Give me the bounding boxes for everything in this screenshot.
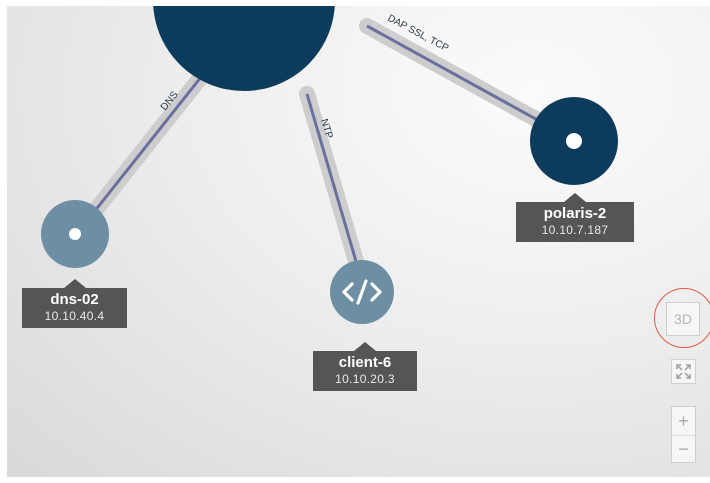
code-icon bbox=[342, 279, 382, 305]
network-graph-canvas[interactable]: DNS NTP DAP SSL, TCP bbox=[7, 6, 710, 477]
highlight-ring bbox=[654, 288, 710, 348]
node-dns-02[interactable] bbox=[41, 200, 109, 268]
node-polaris-2[interactable] bbox=[530, 97, 618, 185]
node-name: client-6 bbox=[338, 354, 392, 371]
fit-screen-button[interactable] bbox=[671, 359, 696, 384]
node-client-6[interactable] bbox=[330, 260, 394, 324]
dot-icon bbox=[566, 133, 582, 149]
node-name: polaris-2 bbox=[543, 205, 607, 222]
fit-screen-icon bbox=[676, 364, 691, 379]
dot-icon bbox=[69, 228, 81, 240]
hub-node[interactable] bbox=[153, 6, 335, 91]
edge-ntp[interactable]: NTP bbox=[299, 86, 373, 300]
node-label-client-6: client-6 10.10.20.3 bbox=[313, 342, 417, 391]
node-name: dns-02 bbox=[50, 291, 99, 308]
node-label-polaris-2: polaris-2 10.10.7.187 bbox=[516, 193, 634, 242]
zoom-controls: + − bbox=[671, 406, 696, 463]
network-graph: DNS NTP DAP SSL, TCP bbox=[41, 6, 618, 324]
node-ip: 10.10.7.187 bbox=[541, 223, 609, 237]
zoom-out-button[interactable]: − bbox=[678, 439, 689, 459]
node-label-dns-02: dns-02 10.10.40.4 bbox=[22, 279, 127, 328]
node-ip: 10.10.40.4 bbox=[44, 309, 105, 323]
node-ip: 10.10.20.3 bbox=[335, 372, 395, 386]
zoom-in-button[interactable]: + bbox=[672, 407, 695, 436]
view-3d-button[interactable]: 3D bbox=[666, 302, 700, 336]
